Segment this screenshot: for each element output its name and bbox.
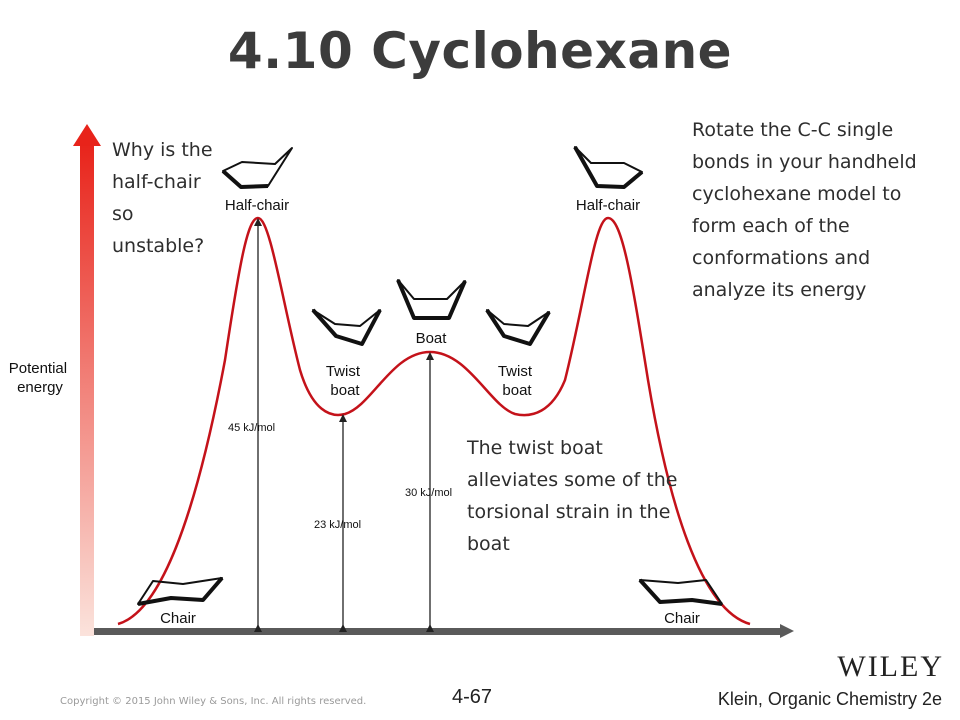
boat-energy-label: 30 kJ/mol	[405, 487, 452, 499]
chair-left-label: Chair	[160, 610, 196, 627]
publisher-logo: WILEY	[837, 650, 944, 683]
chair-right-label: Chair	[664, 610, 700, 627]
half-chair-right-label: Half-chair	[576, 197, 640, 214]
book-credit: Klein, Organic Chemistry 2e	[717, 689, 942, 709]
page-number: 4-67	[452, 686, 493, 708]
chair-left-molecule	[137, 576, 224, 606]
half-chair-right-molecule	[573, 146, 644, 189]
twist-boat-left-label: Twist boat	[326, 363, 364, 399]
boat-label: Boat	[416, 330, 448, 347]
note-half-chair-question: Why is the half-chair so unstable?	[112, 139, 213, 257]
chair-right-molecule	[638, 578, 723, 606]
half-chair-energy-label: 45 kJ/mol	[228, 422, 275, 434]
half-chair-left-label: Half-chair	[225, 197, 289, 214]
twist-boat-right-label: Twist boat	[498, 363, 536, 399]
copyright-notice: Copyright © 2015 John Wiley & Sons, Inc.…	[60, 696, 367, 707]
note-twist-boat: The twist boat alleviates some of the to…	[467, 437, 678, 555]
slide-title: 4.10 Cyclohexane	[227, 22, 733, 80]
twist-boat-right-molecule	[485, 308, 551, 346]
twist-boat-energy-label: 23 kJ/mol	[314, 519, 361, 531]
half-chair-left-molecule	[221, 147, 293, 189]
twist-boat-left-molecule	[311, 308, 382, 346]
energy-curve	[117, 216, 751, 626]
y-axis	[73, 124, 101, 636]
boat-molecule	[396, 279, 467, 320]
x-axis	[94, 624, 794, 638]
note-rotate-instructions: Rotate the C-C single bonds in your hand…	[692, 119, 917, 301]
y-axis-label: Potential energy	[9, 360, 72, 396]
